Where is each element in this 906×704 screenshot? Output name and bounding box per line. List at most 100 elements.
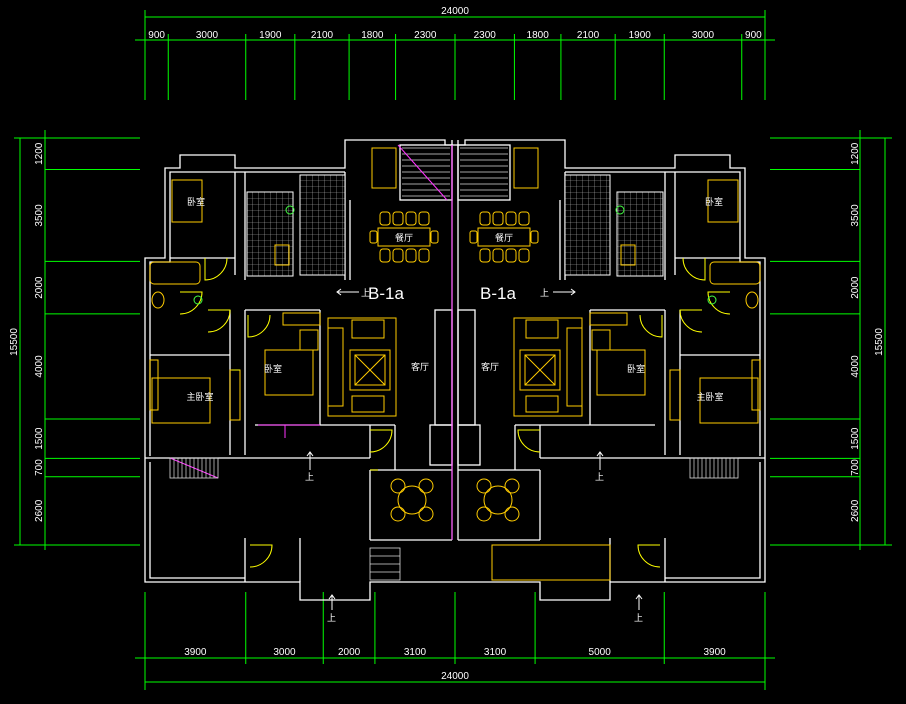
- dining-chair: [430, 230, 439, 244]
- furniture: [149, 179, 761, 581]
- terrace-chair: [418, 478, 434, 494]
- stair-up-label: 上: [327, 613, 336, 624]
- room-labels: 卧室 卧室 餐厅 餐厅 客厅 客厅 卧室 卧室 主卧室 主卧室: [186, 196, 723, 403]
- dimension-label: 1800: [527, 30, 550, 41]
- dimension-label: 5000: [589, 647, 612, 658]
- tiled-areas: [246, 174, 664, 277]
- dimension-label: 2000: [338, 647, 361, 658]
- stair-up-label: 上: [361, 288, 370, 299]
- room-label-dining-left: 餐厅: [395, 232, 413, 244]
- bottom-total-dimension: 24000: [441, 671, 469, 682]
- dimension-label: 1900: [629, 30, 652, 41]
- dimension-label: 4000: [850, 355, 861, 378]
- left-segment-dimensions: 1200 3500 2000 4000 1500 700 2600: [34, 142, 45, 522]
- dimension-label: 1200: [850, 142, 861, 165]
- top-total-dimension: 24000: [441, 6, 469, 17]
- room-label-bedroom-left-top: 卧室: [187, 196, 205, 208]
- dining-chair: [492, 248, 504, 263]
- dimension-label: 1500: [34, 427, 45, 450]
- dining-chair: [479, 211, 491, 226]
- unit-label-left: B-1a: [368, 284, 404, 303]
- dimension-label: 3000: [692, 30, 715, 41]
- unit-label-right: B-1a: [480, 284, 516, 303]
- room-label-living-left: 客厅: [411, 361, 429, 373]
- dimension-label: 700: [34, 459, 45, 476]
- dining-chair: [479, 248, 491, 263]
- dimension-label: 700: [850, 459, 861, 476]
- dimension-label: 2100: [577, 30, 600, 41]
- dimension-label: 3500: [34, 204, 45, 227]
- dining-chairs: [369, 211, 539, 522]
- doors: [179, 257, 731, 568]
- dimension-label: 2100: [311, 30, 334, 41]
- bathroom-fixtures: [149, 147, 761, 309]
- dining-chair: [530, 230, 539, 244]
- dining-chair: [518, 248, 530, 263]
- dining-chair: [418, 211, 430, 226]
- terrace-chair: [504, 506, 520, 522]
- room-label-dining-right: 餐厅: [495, 232, 513, 244]
- dimension-label: 900: [148, 30, 165, 41]
- dining-chair: [369, 230, 378, 244]
- room-label-living-right: 客厅: [481, 361, 499, 373]
- top-segment-dimensions: 900 3000 1900 2100 1800 2300 2300 1800 2100 1900 3…: [148, 30, 762, 41]
- dimension-label: 2300: [474, 30, 497, 41]
- dimension-label: 1200: [34, 142, 45, 165]
- dimension-label: 3900: [184, 647, 207, 658]
- terrace-chair: [390, 478, 406, 494]
- room-label-master-bedroom-right: 主卧室: [696, 391, 723, 403]
- terrace-chair: [476, 506, 492, 522]
- walls: [144, 139, 766, 601]
- dining-chair: [392, 211, 404, 226]
- dimension-label: 1900: [259, 30, 282, 41]
- dimension-label: 4000: [34, 355, 45, 378]
- dining-chair: [405, 211, 417, 226]
- terrace-chair: [476, 478, 492, 494]
- dimension-label: 1500: [850, 427, 861, 450]
- terrace-chair: [390, 506, 406, 522]
- dimension-lines: [14, 10, 892, 690]
- dimension-label: 3100: [404, 647, 427, 658]
- dimension-label: 900: [745, 30, 762, 41]
- staircase: [402, 147, 508, 197]
- stair-up-label: 上: [634, 613, 643, 624]
- stair-up-arrows: [306, 288, 643, 610]
- terrace-chair: [504, 478, 520, 494]
- room-label-bedroom-right-middle: 卧室: [627, 363, 645, 375]
- dining-chair: [518, 211, 530, 226]
- bottom-segment-dimensions: 3900 3000 2000 3100 3100 5000 3900: [184, 647, 726, 658]
- railing-bars: [173, 458, 735, 478]
- room-label-bedroom-left-middle: 卧室: [264, 363, 282, 375]
- balcony-railings: [169, 457, 739, 479]
- dimension-label: 1800: [361, 30, 384, 41]
- stair-up-label: 上: [305, 472, 314, 483]
- stair-up-label: 上: [595, 472, 604, 483]
- left-total-dimension: 15500: [9, 328, 20, 356]
- dimension-label: 3900: [704, 647, 727, 658]
- stair-up-label: 上: [540, 288, 549, 299]
- terrace-chair: [418, 506, 434, 522]
- dimension-label: 2000: [34, 276, 45, 299]
- dining-chair: [379, 211, 391, 226]
- dimension-label: 2600: [850, 499, 861, 522]
- dining-chair: [505, 248, 517, 263]
- dimension-label: 3500: [850, 204, 861, 227]
- dining-chair: [392, 248, 404, 263]
- dimension-label: 3000: [273, 647, 296, 658]
- room-label-bedroom-right-top: 卧室: [705, 196, 723, 208]
- stair-landing-lower: [369, 547, 401, 581]
- dimension-label: 2600: [34, 499, 45, 522]
- dining-chair: [469, 230, 478, 244]
- dining-chair: [505, 211, 517, 226]
- dining-chair: [405, 248, 417, 263]
- dimension-label: 3100: [484, 647, 507, 658]
- stair-up-markers: 上 上 上 上 上 上: [305, 288, 643, 624]
- dimension-label: 2300: [414, 30, 437, 41]
- right-segment-dimensions: 1200 3500 2000 4000 1500 700 2600: [850, 142, 861, 522]
- dimension-label: 3000: [196, 30, 219, 41]
- dining-chair: [492, 211, 504, 226]
- dimension-label: 2000: [850, 276, 861, 299]
- dining-chair: [379, 248, 391, 263]
